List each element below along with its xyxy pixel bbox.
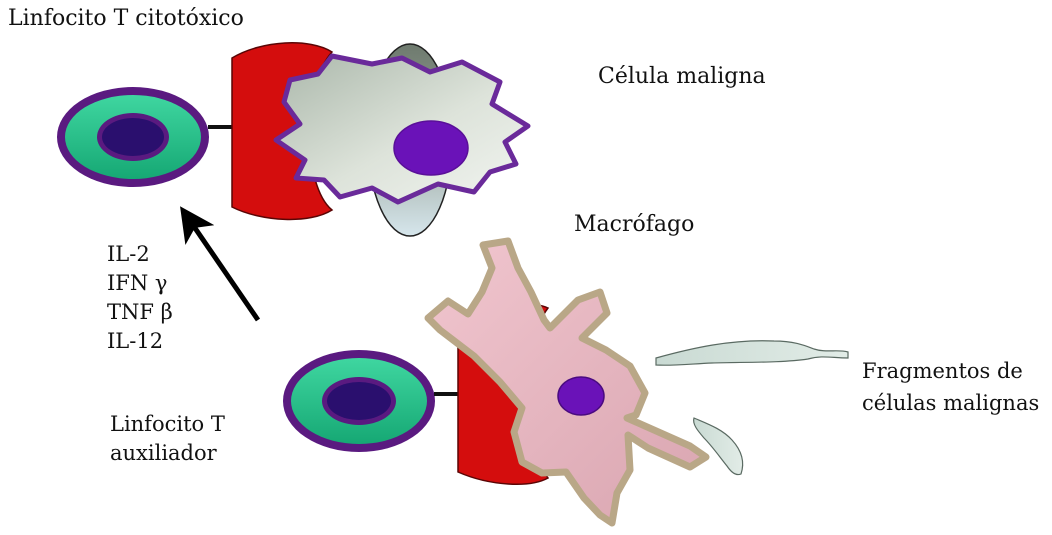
cytotoxic-lymphocyte bbox=[57, 87, 209, 187]
cytokine-il2: IL-2 bbox=[107, 240, 173, 269]
cytokine-tnf: TNF β bbox=[107, 298, 173, 327]
activation-arrow bbox=[184, 212, 258, 320]
fragments-line2: células malignas bbox=[862, 387, 1039, 419]
helper-t-line1: Linfocito T bbox=[110, 410, 225, 439]
cytotoxic-t-label: Linfocito T citotóxico bbox=[8, 5, 244, 33]
cytokine-list: IL-2 IFN γ TNF β IL-12 bbox=[107, 240, 173, 356]
fragment-1 bbox=[656, 341, 848, 366]
cytokine-ifn: IFN γ bbox=[107, 269, 173, 298]
fragments-line1: Fragmentos de bbox=[862, 355, 1039, 387]
helper-t-label: Linfocito T auxiliador bbox=[110, 410, 225, 468]
fragment-2 bbox=[694, 418, 743, 475]
malignant-cell-label: Célula maligna bbox=[598, 63, 766, 91]
macrophage-nucleus bbox=[558, 377, 604, 415]
cytokine-il12: IL-12 bbox=[107, 327, 173, 356]
malignant-nucleus bbox=[394, 121, 468, 175]
helper-t-line2: auxiliador bbox=[110, 439, 225, 468]
helper-lymphocyte bbox=[283, 350, 435, 452]
fragments-label: Fragmentos de células malignas bbox=[862, 355, 1039, 419]
malignant-cell bbox=[276, 56, 528, 202]
macrophage-label: Macrófago bbox=[574, 211, 694, 239]
